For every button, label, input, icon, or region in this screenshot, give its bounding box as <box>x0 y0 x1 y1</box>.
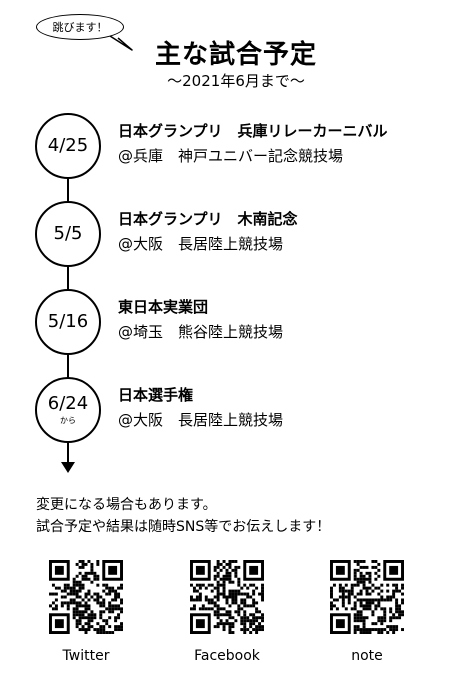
note-label[interactable]: note <box>351 648 383 664</box>
event-name: 東日本実業団 <box>118 298 209 316</box>
date-circle: 5/5 <box>35 201 101 267</box>
bubble-text: 跳びます！ <box>52 21 108 34</box>
speech-bubble: 跳びます！ <box>36 14 124 40</box>
facebook-label[interactable]: Facebook <box>194 648 260 664</box>
event-name: 日本グランプリ 兵庫リレーカーニバル <box>118 122 388 140</box>
page-subtitle: ～2021年6月まで～ <box>167 72 305 90</box>
note-qr-code[interactable] <box>330 560 404 634</box>
event-date: 5/16 <box>47 311 89 332</box>
page-title: 主な試合予定 <box>154 40 317 70</box>
event-name: 日本グランプリ 木南記念 <box>118 210 298 228</box>
notice-line: 変更になる場合もあります。 <box>36 497 217 513</box>
facebook-qr-code[interactable] <box>190 560 264 634</box>
event-date-suffix: から <box>60 416 76 425</box>
qr-code-icon <box>330 560 404 634</box>
twitter-qr-code[interactable] <box>49 560 123 634</box>
date-circle: 6/24 から <box>35 377 101 443</box>
date-circle: 4/25 <box>35 113 101 179</box>
qr-code-icon <box>190 560 264 634</box>
bubble-tail-icon <box>109 35 133 51</box>
event-date: 6/24 <box>47 393 89 414</box>
date-circle: 5/16 <box>35 289 101 355</box>
arrow-down-icon <box>61 462 75 473</box>
event-venue: @大阪 長居陸上競技場 <box>118 235 284 253</box>
event-date: 5/5 <box>53 223 83 244</box>
event-date: 4/25 <box>47 135 89 156</box>
event-venue: @大阪 長居陸上競技場 <box>118 411 284 429</box>
event-venue: @埼玉 熊谷陸上競技場 <box>118 323 284 341</box>
qr-code-icon <box>49 560 123 634</box>
notice-line: 試合予定や結果は随時SNS等でお伝えします！ <box>36 519 331 535</box>
twitter-label[interactable]: Twitter <box>62 648 110 664</box>
event-name: 日本選手権 <box>118 386 194 404</box>
event-venue: @兵庫 神戸ユニバー記念競技場 <box>118 147 344 165</box>
